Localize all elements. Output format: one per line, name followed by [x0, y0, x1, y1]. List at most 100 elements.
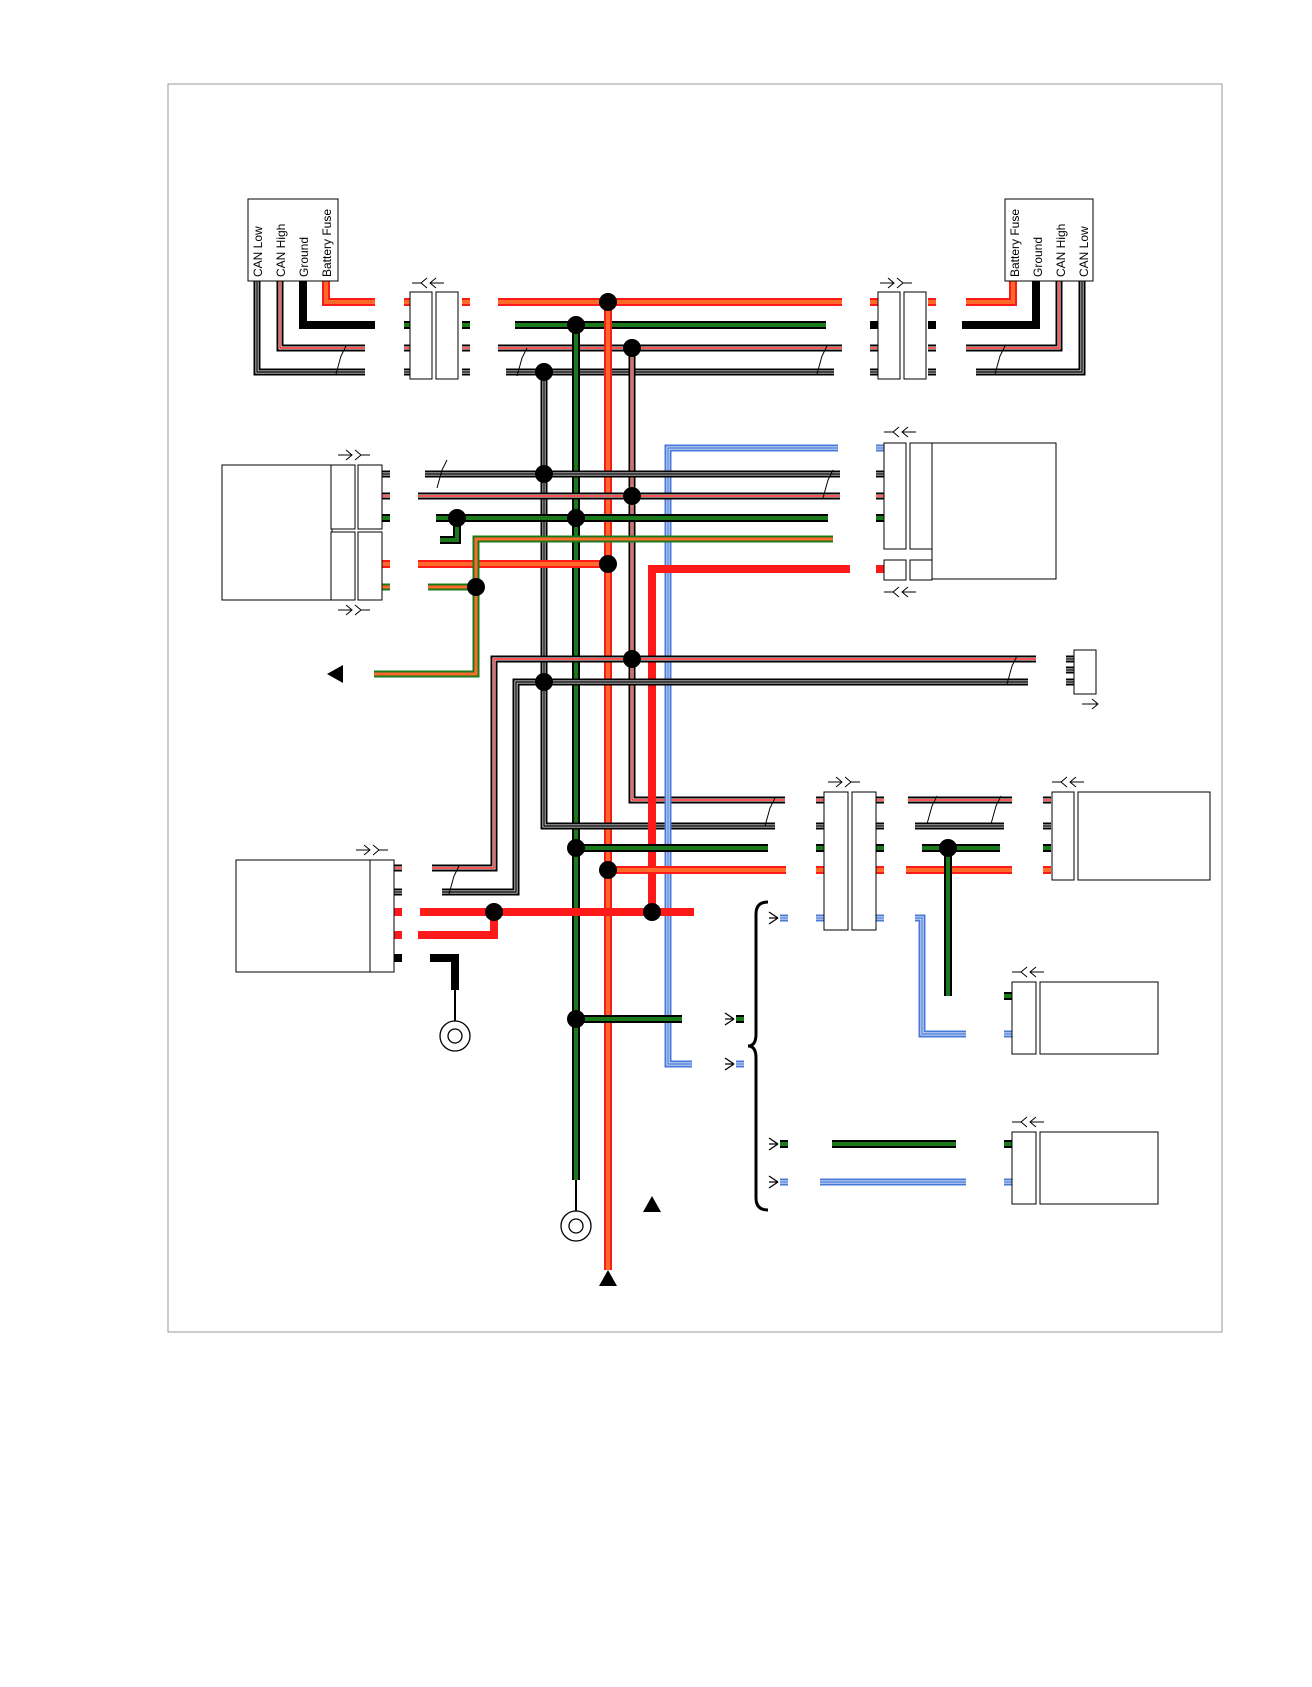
blue-wire: [664, 444, 838, 1068]
right-module-plug-c: [883, 559, 907, 581]
connector-arrow-icon: [338, 449, 370, 461]
connector-arrow-icon: [884, 426, 916, 438]
splice-dot: [567, 509, 585, 527]
right-label-ground: Ground: [1031, 237, 1045, 277]
connector-arrow-icon: [828, 776, 860, 788]
connector-arrow-icon: [1012, 1116, 1044, 1128]
middle-connector-a: [823, 791, 849, 931]
left-module-plug-c: [330, 531, 356, 601]
connector-top-right-a: [877, 291, 901, 380]
wire-break-mark: [448, 865, 460, 895]
diagram-frame: [167, 83, 1223, 1333]
right-label-battery-fuse: Battery Fuse: [1008, 209, 1022, 277]
left-label-battery-fuse: Battery Fuse: [320, 209, 334, 277]
splice-dot: [567, 316, 585, 334]
blue-drop: [915, 914, 966, 1038]
bottom-left-module: [235, 859, 372, 973]
terminal-triangle-icon: [327, 665, 343, 683]
splice-dot: [623, 339, 641, 357]
right-label-block: Battery Fuse Ground CAN High CAN Low: [1004, 198, 1094, 282]
connector-arrow-icon: [1012, 966, 1044, 978]
lower-ground-lead: [430, 954, 459, 990]
right-ground-wire: [962, 281, 1040, 329]
right-label-box: [1004, 198, 1094, 282]
sensor-branch: [374, 535, 833, 678]
can-low-vertical: [540, 372, 775, 830]
splice-dot: [939, 839, 957, 857]
long-can-high: [432, 655, 1036, 872]
splice-dot: [485, 903, 503, 921]
left-ground-wire: [299, 281, 375, 329]
wire-break-mark: [926, 795, 938, 825]
wire-break-mark: [990, 795, 1002, 825]
small-side-connector: [1073, 649, 1097, 695]
wire-break-mark: [1006, 655, 1018, 685]
connector-arrow-icon: [1052, 776, 1084, 788]
wire-break-mark: [436, 459, 448, 489]
splice-dot: [535, 363, 553, 381]
connector-arrow-icon: [724, 1012, 735, 1026]
splice-dot: [599, 293, 617, 311]
right-label-can-high: CAN High: [1054, 224, 1068, 277]
bottom-left-plug: [369, 859, 395, 973]
connector-top-left-b: [435, 291, 459, 380]
lower-module-a-plug: [1011, 981, 1037, 1055]
right-module-plug-d: [909, 559, 933, 581]
connector-top-left-a: [409, 291, 433, 380]
connector-arrow-icon: [768, 1175, 779, 1189]
wire-break-mark: [822, 469, 834, 499]
splice-dot: [535, 673, 553, 691]
splice-dot: [567, 839, 585, 857]
terminal-triangle-icon: [643, 1196, 661, 1212]
connector-arrow-icon: [1082, 698, 1099, 710]
splice-dot: [623, 650, 641, 668]
splice-dot: [599, 555, 617, 573]
splice-dot: [567, 1010, 585, 1028]
middle-connector-b: [851, 791, 877, 931]
ground-eyelet-hole: [568, 1218, 584, 1234]
connector-arrow-icon: [338, 604, 370, 616]
left-label-can-high: CAN High: [274, 224, 288, 277]
right-upper-module: [931, 442, 1057, 580]
splice-dot: [643, 903, 661, 921]
connector-arrow-icon: [724, 1057, 735, 1071]
right-module-plug-b: [909, 442, 933, 550]
left-control-module: [221, 464, 333, 601]
lower-module-a: [1039, 981, 1159, 1055]
terminal-triangle-icon: [599, 1270, 617, 1286]
left-module-plug-b: [357, 464, 383, 530]
splice-dot: [599, 861, 617, 879]
wire-layer: [253, 281, 1086, 1270]
lower-module-b-plug: [1011, 1131, 1037, 1205]
left-can-high-wire: [276, 281, 365, 352]
right-lower-module: [1077, 791, 1211, 881]
right-can-high-wire: [966, 281, 1063, 352]
connector-arrow-icon: [884, 586, 916, 598]
splice-dot: [623, 487, 641, 505]
left-label-ground: Ground: [297, 237, 311, 277]
right-lower-plug: [1051, 791, 1075, 881]
right-battery-wire: [966, 281, 1017, 306]
connector-arrow-icon: [356, 844, 388, 856]
connector-arrow-icon: [412, 277, 444, 289]
connector-arrow-icon: [768, 1137, 779, 1151]
switched-power-wire: [648, 565, 850, 912]
connector-arrow-icon: [768, 911, 779, 925]
splice-dot: [448, 509, 466, 527]
ground-eyelet-hole: [447, 1028, 463, 1044]
right-label-can-low: CAN Low: [1077, 226, 1091, 277]
left-label-box: [247, 198, 339, 282]
left-label-can-low: CAN Low: [251, 226, 265, 277]
left-label-block: CAN Low CAN High Ground Battery Fuse: [247, 198, 339, 282]
left-module-plug-a: [330, 464, 356, 530]
left-battery-wire: [322, 281, 375, 306]
group-brace-icon: [747, 900, 769, 1212]
wire-break-mark: [994, 345, 1006, 375]
long-can-low: [442, 678, 1028, 896]
splice-dot: [535, 465, 553, 483]
left-module-plug-d: [357, 531, 383, 601]
wire-break-mark: [335, 345, 347, 375]
wire-break-mark: [516, 347, 528, 377]
connector-top-right-b: [903, 291, 927, 380]
